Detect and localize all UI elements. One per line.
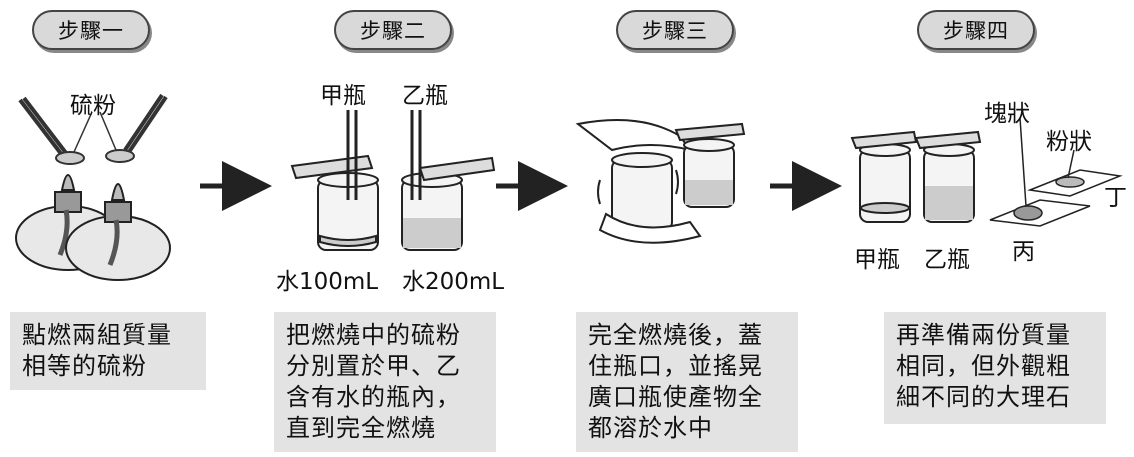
label-bottle-a-final: 甲瓶 — [854, 247, 900, 273]
label-sample-d: 丁 — [1104, 185, 1127, 211]
desc-line: 點燃兩組質量 — [22, 321, 172, 349]
desc-line: 都溶於水中 — [588, 414, 713, 442]
step1-description: 點燃兩組質量 相等的硫粉 — [10, 312, 206, 390]
spoons — [18, 93, 168, 165]
label-sulfur-powder: 硫粉 — [70, 93, 116, 119]
desc-line: 再準備兩份質量 — [896, 321, 1071, 349]
jar-a — [290, 110, 379, 251]
label-bottle-b-final: 乙瓶 — [924, 247, 970, 273]
step3-description: 完全燃燒後，蓋 住瓶口，並搖晃 廣口瓶使產物全 都溶於水中 — [576, 312, 798, 452]
marble-samples — [989, 117, 1123, 227]
shaking-jar — [575, 119, 746, 244]
label-bottle-b: 乙瓶 — [402, 83, 448, 109]
label-water-b: 水200mL — [402, 269, 505, 295]
jar-b-final — [914, 130, 982, 223]
alcohol-lamps — [15, 174, 171, 281]
desc-line: 把燃燒中的硫粉 — [286, 321, 461, 349]
desc-line: 相等的硫粉 — [22, 352, 147, 380]
label-powder: 粉狀 — [1046, 129, 1092, 155]
desc-line: 住瓶口，並搖晃 — [588, 352, 763, 380]
jar-b — [401, 110, 496, 251]
desc-line: 細不同的大理石 — [896, 383, 1071, 411]
desc-line: 直到完全燃燒 — [286, 414, 436, 442]
step2-description: 把燃燒中的硫粉 分別置於甲、乙 含有水的瓶內， 直到完全燃燒 — [274, 312, 496, 452]
step4-description: 再準備兩份質量 相同，但外觀粗 細不同的大理石 — [884, 312, 1106, 424]
step4-title: 步驟四 — [917, 10, 1035, 50]
step3-title: 步驟三 — [616, 10, 734, 50]
desc-line: 分別置於甲、乙 — [286, 352, 461, 380]
label-lump: 塊狀 — [984, 101, 1030, 127]
label-bottle-a: 甲瓶 — [320, 83, 366, 109]
desc-line: 完全燃燒後，蓋 — [588, 321, 763, 349]
step2-title: 步驟二 — [334, 10, 452, 50]
desc-line: 廣口瓶使產物全 — [588, 383, 763, 411]
jar-a-final — [850, 130, 918, 223]
label-sample-c: 丙 — [1012, 239, 1035, 265]
label-water-a: 水100mL — [276, 269, 379, 295]
desc-line: 相同，但外觀粗 — [896, 352, 1071, 380]
step1-title: 步驟一 — [32, 10, 150, 50]
desc-line: 含有水的瓶內， — [286, 383, 461, 411]
